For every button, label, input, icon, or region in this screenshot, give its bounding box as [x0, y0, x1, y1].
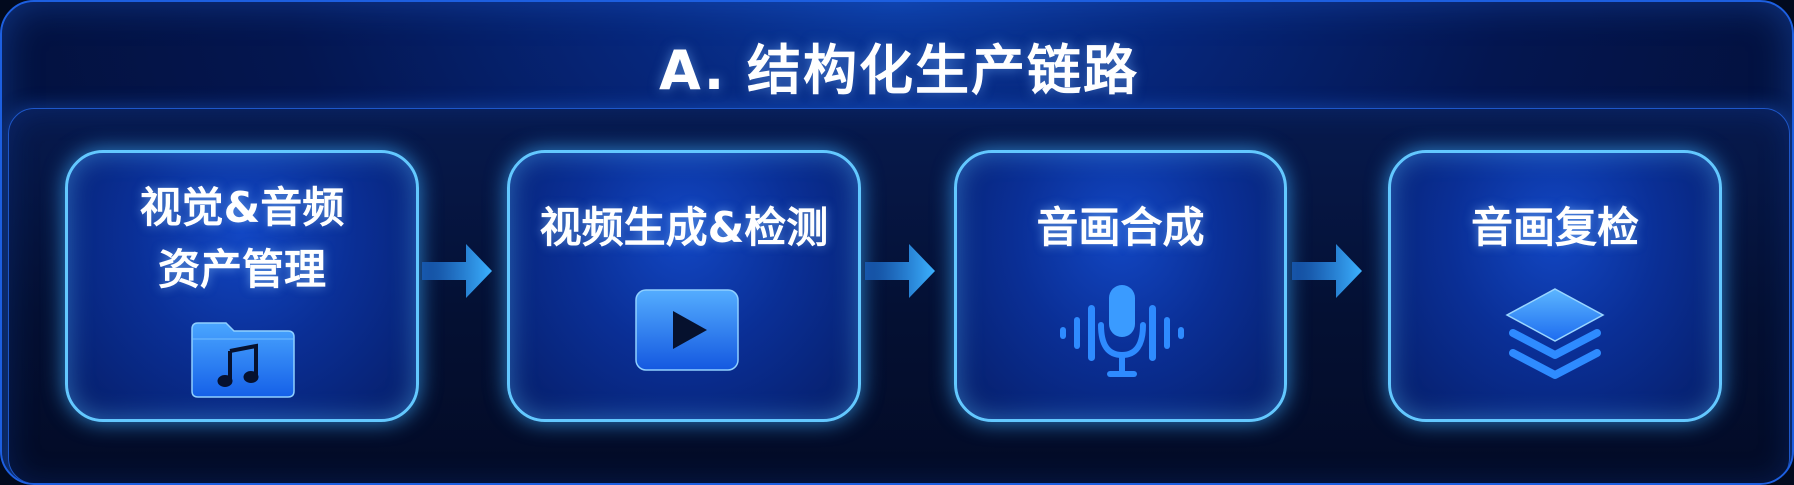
flow-arrow-icon — [422, 244, 492, 298]
music-folder-icon — [191, 322, 295, 398]
step-card-audio-video-recheck: 音画复检 — [1388, 150, 1722, 422]
microphone-waveform-icon — [1060, 285, 1184, 377]
flow-arrow-icon — [865, 244, 935, 298]
step-label-line: 资产管理 — [157, 245, 326, 294]
diagram-title: A. 结构化生产链路 — [658, 39, 1140, 102]
step-card-asset-management: 视觉&音频 资产管理 — [65, 150, 419, 422]
step-card-video-generation: 视频生成&检测 — [507, 150, 861, 422]
step-label: 视觉&音频 资产管理 — [68, 177, 416, 301]
step-label-line: 音画合成 — [1036, 203, 1205, 252]
step-label: 音画复检 — [1391, 197, 1719, 259]
step-label: 视频生成&检测 — [510, 197, 858, 259]
step-label: 音画合成 — [957, 197, 1284, 259]
step-label-line: 视频生成&检测 — [539, 203, 829, 252]
step-label-line: 音画复检 — [1470, 203, 1639, 252]
play-video-icon — [635, 289, 739, 371]
step-card-audio-video-synthesis: 音画合成 — [954, 150, 1287, 422]
step-label-line: 视觉&音频 — [139, 183, 345, 232]
layers-stack-icon — [1505, 288, 1605, 379]
flow-arrow-icon — [1292, 244, 1362, 298]
